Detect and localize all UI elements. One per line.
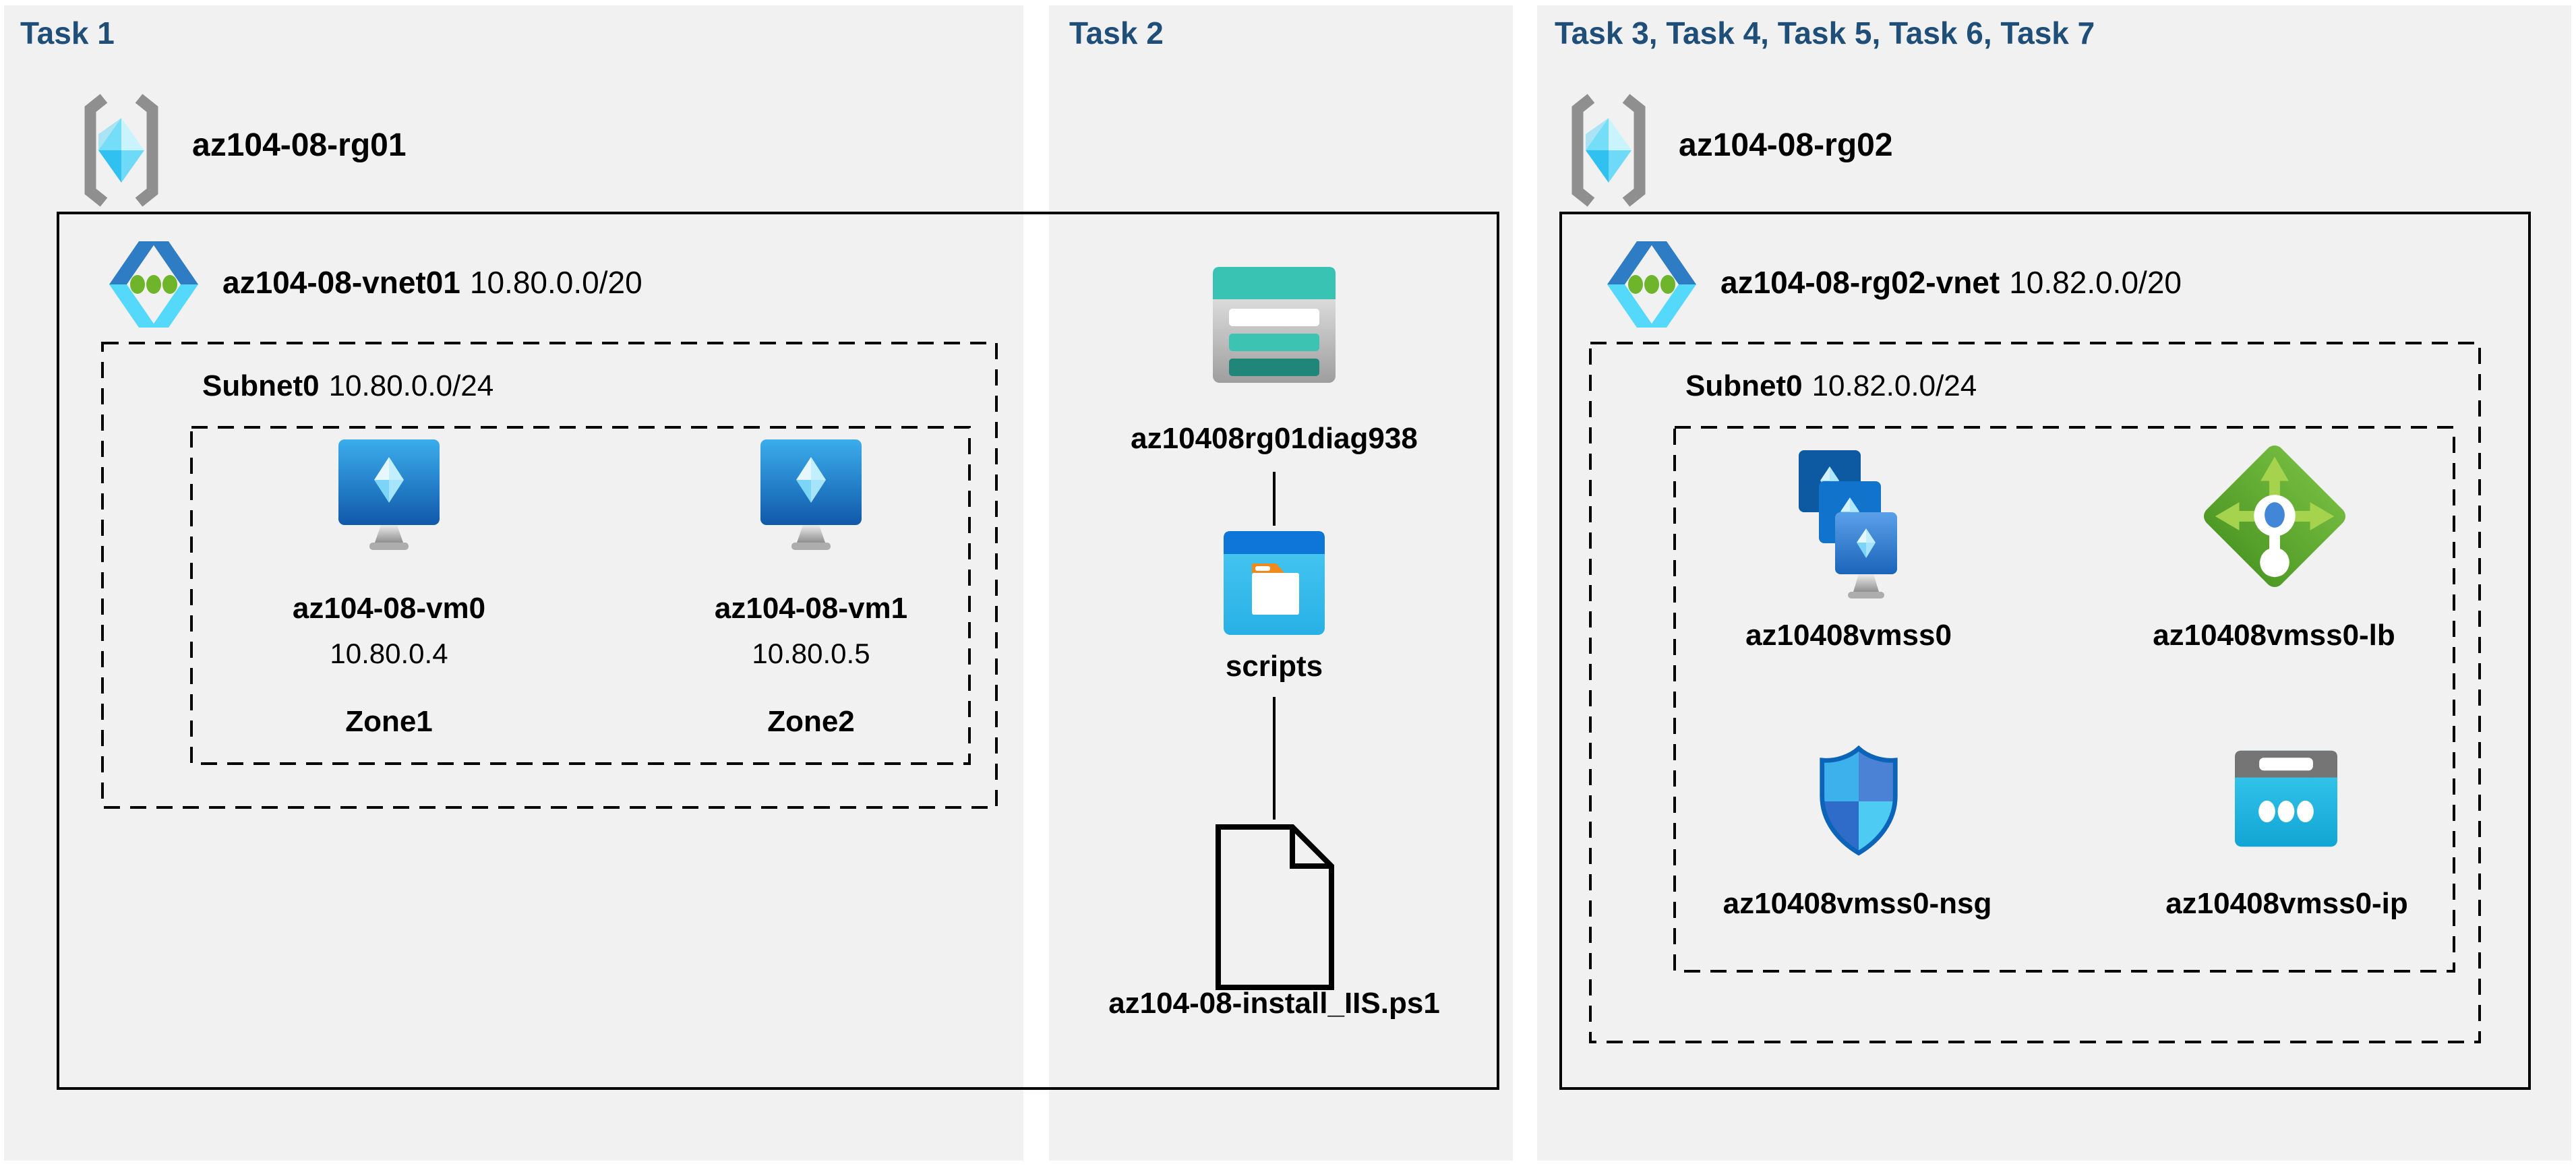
vm-name-label: az104-08-vm1 bbox=[714, 592, 908, 625]
nsg-label: az10408vmss0-nsg bbox=[1723, 887, 1992, 920]
storage-account-icon bbox=[1213, 267, 1336, 383]
vm-name-label: az104-08-vm0 bbox=[292, 592, 486, 625]
task1-vnet-box bbox=[57, 212, 1499, 1090]
subnet-name: Subnet0 bbox=[1685, 369, 1803, 402]
task1-subnet-box bbox=[101, 342, 998, 809]
vm-scale-set-icon bbox=[1799, 450, 1897, 599]
task3-resource-group-label: az104-08-rg02 bbox=[1679, 127, 1893, 163]
load-balancer-label: az10408vmss0-lb bbox=[2153, 619, 2395, 652]
task1-resource-group-label: az104-08-rg01 bbox=[192, 127, 407, 163]
vm-ip-label: 10.80.0.4 bbox=[330, 638, 448, 669]
vm-ip-label: 10.80.0.5 bbox=[752, 638, 870, 669]
task2-header: Task 2 bbox=[1069, 16, 1164, 51]
vm-zone-label: Zone1 bbox=[345, 705, 433, 738]
vnet-cidr: 10.80.0.0/20 bbox=[469, 265, 642, 300]
vnet-cidr: 10.82.0.0/20 bbox=[2009, 265, 2182, 300]
subnet-cidr: 10.82.0.0/24 bbox=[1811, 369, 1977, 402]
connector-line bbox=[1273, 472, 1276, 526]
resource-group-icon bbox=[84, 94, 158, 207]
task1-panel bbox=[4, 5, 1023, 1161]
scripts-label: scripts bbox=[1225, 650, 1323, 683]
scripts-container-icon bbox=[1224, 531, 1325, 635]
task1-zone-box bbox=[190, 426, 971, 765]
task1-header: Task 1 bbox=[20, 16, 115, 51]
storage-account-label: az10408rg01diag938 bbox=[1131, 422, 1418, 455]
virtual-network-icon bbox=[109, 241, 198, 328]
ps1-file-icon bbox=[1216, 824, 1334, 990]
network-security-group-icon bbox=[1820, 745, 1898, 856]
resource-group-icon bbox=[1571, 94, 1646, 207]
task3-inner-box bbox=[1673, 426, 2455, 973]
public-ip-label: az10408vmss0-ip bbox=[2165, 887, 2408, 920]
load-balancer-icon bbox=[2203, 445, 2346, 588]
vm-zone-label: Zone2 bbox=[767, 705, 855, 738]
task3-subnet-box bbox=[1589, 342, 2481, 1043]
task3-vnet-box bbox=[1559, 212, 2531, 1090]
task3-panel bbox=[1537, 5, 2571, 1161]
connector-line bbox=[1273, 697, 1276, 820]
public-ip-icon bbox=[2235, 750, 2337, 847]
virtual-network-icon bbox=[1607, 241, 1696, 328]
install-iis-file-label: az104-08-install_IIS.ps1 bbox=[1108, 987, 1440, 1020]
task3-vnet-label: az104-08-rg02-vnet 10.82.0.0/20 bbox=[1720, 264, 2182, 301]
task1-vnet-label: az104-08-vnet01 10.80.0.0/20 bbox=[222, 264, 642, 301]
subnet-name: Subnet0 bbox=[202, 369, 320, 402]
vmss-label: az10408vmss0 bbox=[1745, 619, 1952, 652]
virtual-machine-icon bbox=[760, 439, 862, 550]
subnet-cidr: 10.80.0.0/24 bbox=[328, 369, 494, 402]
task3-header: Task 3, Task 4, Task 5, Task 6, Task 7 bbox=[1555, 16, 2095, 51]
vnet-name: az104-08-vnet01 bbox=[222, 265, 460, 300]
vnet-name: az104-08-rg02-vnet bbox=[1720, 265, 2000, 300]
virtual-machine-icon bbox=[338, 439, 440, 550]
